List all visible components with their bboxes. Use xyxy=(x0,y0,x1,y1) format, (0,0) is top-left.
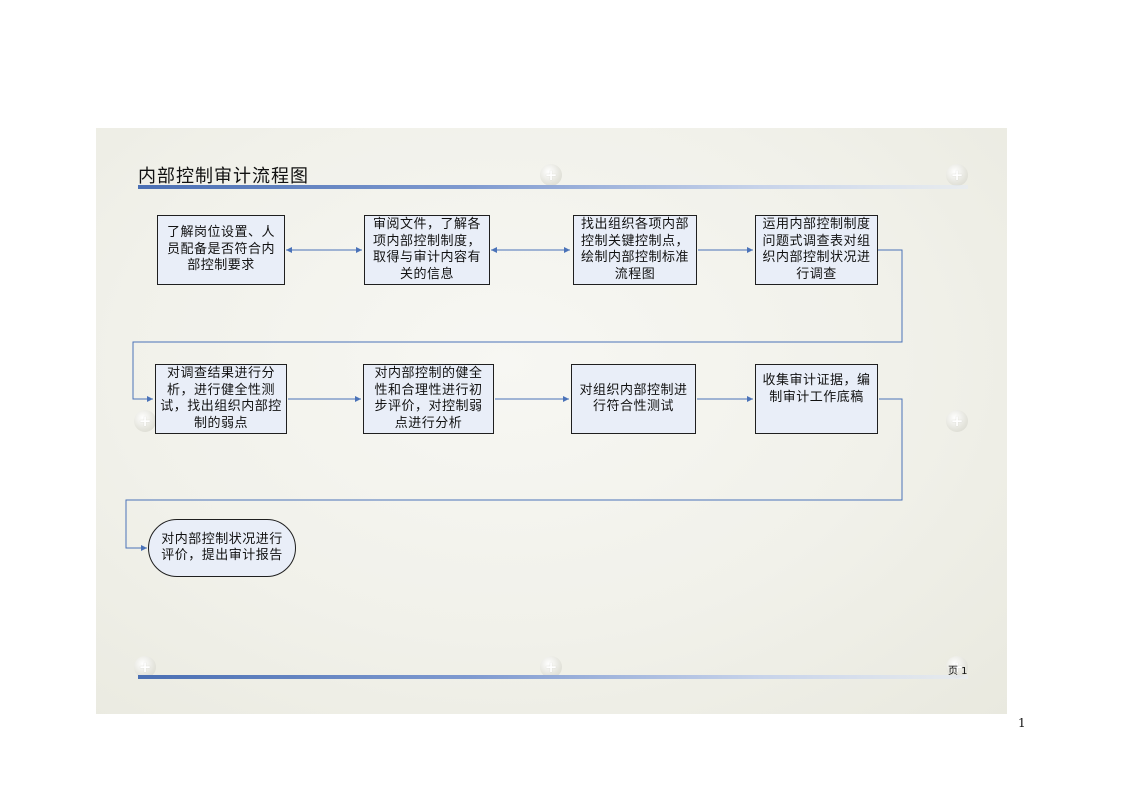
footer-rule xyxy=(138,675,968,679)
plus-circle-icon: + xyxy=(134,410,156,432)
plus-circle-icon: + xyxy=(946,410,968,432)
step-5-box: 对调查结果进行分析，进行健全性测试，找出组织内部控制的弱点 xyxy=(155,364,287,434)
connector-8-9 xyxy=(125,398,903,551)
step-2-box: 审阅文件，了解各项内部控制制度，取得与审计内容有关的信息 xyxy=(364,215,490,285)
plus-circle-icon: + xyxy=(540,656,562,678)
connector-4-5 xyxy=(132,249,903,402)
step-1-box: 了解岗位设置、人员配备是否符合内部控制要求 xyxy=(157,215,285,285)
slide-page-label: 页 1 xyxy=(948,666,968,677)
step-6-box: 对内部控制的健全性和合理性进行初步评价，对控制弱点进行分析 xyxy=(363,364,494,434)
title-underline xyxy=(138,185,968,189)
plus-circle-icon: + xyxy=(946,164,968,186)
step-9-terminal: 对内部控制状况进行评价，提出审计报告 xyxy=(148,519,296,577)
page-title: 内部控制审计流程图 xyxy=(138,166,309,187)
plus-circle-icon: + xyxy=(540,164,562,186)
plus-circle-icon: + xyxy=(946,656,968,678)
step-4-box: 运用内部控制制度问题式调查表对组织内部控制状况进行调查 xyxy=(755,215,878,285)
step-7-box: 对组织内部控制进行符合性测试 xyxy=(571,364,696,434)
step-8-box: 收集审计证据，编制审计工作底稿 xyxy=(755,364,878,434)
plus-circle-icon: + xyxy=(134,656,156,678)
document-page-number: 1 xyxy=(1018,716,1026,730)
step-3-box: 找出组织各项内部控制关键控制点，绘制内部控制标准流程图 xyxy=(573,215,697,285)
